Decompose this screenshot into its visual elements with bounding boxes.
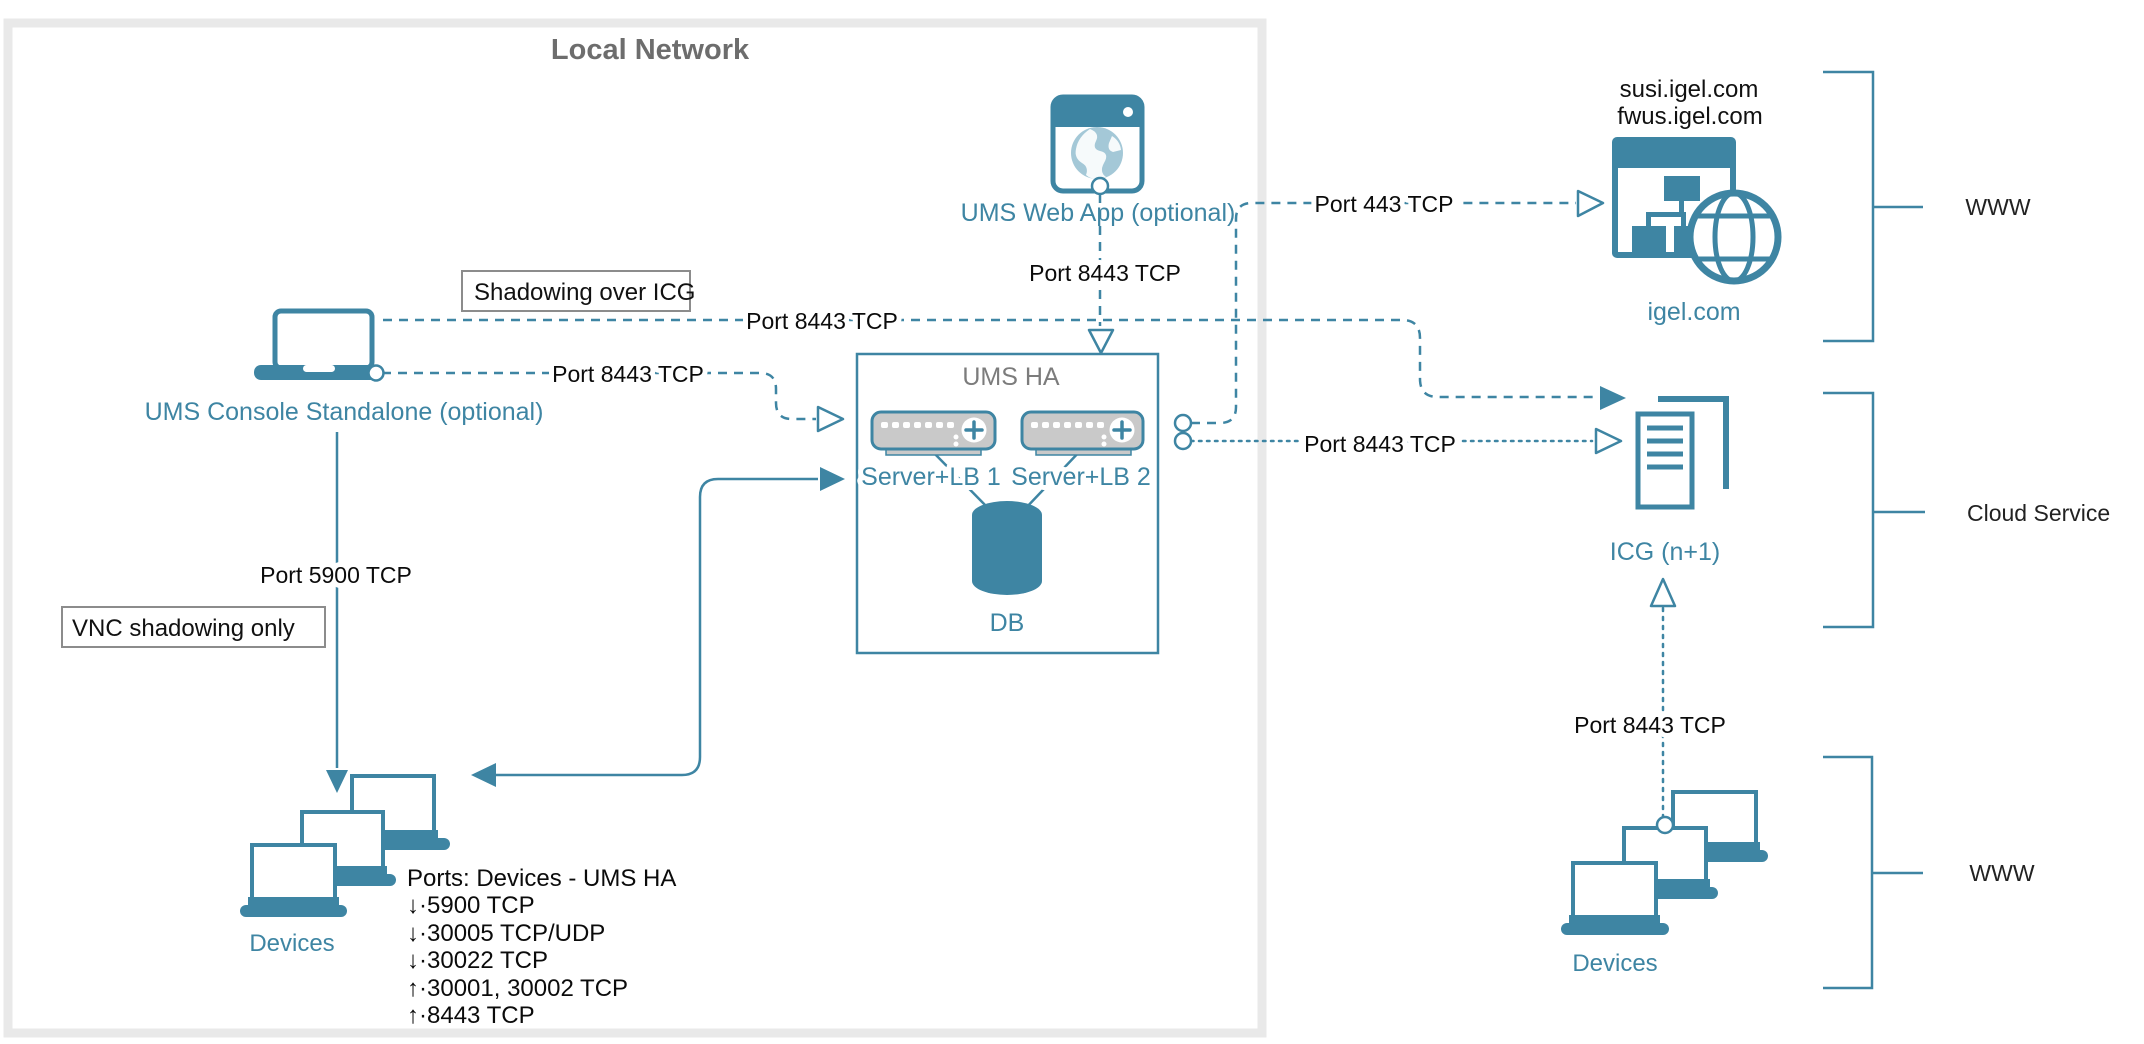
ums-ha-label: UMS HA	[962, 363, 1060, 391]
sitemap-icon	[1632, 176, 1707, 252]
server-lb2-label: Server+LB 2	[1011, 463, 1151, 491]
connector-circle	[1173, 431, 1193, 451]
cloud-service-label: Cloud Service	[1967, 500, 2110, 526]
ums-console-label: UMS Console Standalone (optional)	[145, 398, 544, 426]
arrow-right-open-icon	[816, 405, 845, 433]
devices-right-icon	[1561, 790, 1768, 935]
www-top-bracket	[1823, 70, 1923, 343]
db-label: DB	[990, 609, 1025, 637]
server-lb1-label: Server+LB 1	[861, 463, 1001, 491]
arrow-left-solid-icon	[471, 763, 496, 787]
ports-list-item: ↓·5900 TCP	[407, 892, 535, 919]
ports-list-item: ↑·8443 TCP	[407, 1002, 535, 1029]
ports-list: Ports: Devices - UMS HA ↓·5900 TCP ↓·300…	[407, 865, 676, 1029]
devices-right-label: Devices	[1572, 950, 1657, 977]
igel-host1-label: susi.igel.com	[1620, 76, 1759, 103]
www-bottom-bracket	[1823, 755, 1923, 990]
arrow-right-open-icon	[1594, 427, 1623, 455]
ports-list-item: ↑·30001, 30002 TCP	[407, 975, 628, 1002]
igel-com-icon	[1612, 137, 1782, 285]
globe-icon	[1686, 189, 1782, 285]
database-icon	[972, 501, 1042, 595]
port-8443-devices-label: Port 8443 TCP	[1574, 712, 1726, 738]
server-db-links	[930, 449, 1082, 511]
ports-list-title: Ports: Devices - UMS HA	[407, 865, 676, 892]
ports-list-item: ↓·30022 TCP	[407, 947, 548, 974]
port-443-label: Port 443 TCP	[1315, 191, 1454, 217]
devices-to-umsha-line	[494, 477, 818, 777]
devices-left-icon	[240, 774, 450, 917]
console-to-umsha-line	[382, 371, 816, 421]
arrow-right-open-icon	[1576, 189, 1605, 218]
ums-console-laptop-icon	[254, 308, 385, 382]
arrow-up-open-icon	[1649, 577, 1677, 608]
vnc-shadowing-only-label: VNC shadowing only	[72, 615, 295, 642]
igel-com-label: igel.com	[1647, 298, 1740, 326]
server-lb1-icon	[870, 410, 997, 456]
arrow-down-open-icon	[1087, 328, 1115, 355]
devices-left-label: Devices	[249, 930, 334, 957]
port-8443-shadowing-label: Port 8443 TCP	[746, 308, 898, 334]
connector-circle	[1173, 413, 1193, 433]
port-8443-console-label: Port 8443 TCP	[552, 361, 704, 387]
shadowing-over-icg-label: Shadowing over ICG	[474, 279, 695, 306]
server-lb2-icon	[1020, 410, 1145, 456]
shadowing-over-icg-line	[383, 318, 1598, 399]
ports-list-item: ↓·30005 TCP/UDP	[407, 920, 605, 947]
umsha-to-igel-line	[1191, 201, 1576, 425]
vnc-shadowing-only-callout: VNC shadowing only	[61, 606, 326, 648]
icg-label: ICG (n+1)	[1610, 538, 1720, 566]
www-bottom-label: WWW	[1969, 860, 2034, 886]
port-5900-label: Port 5900 TCP	[260, 562, 412, 588]
igel-host2-label: fwus.igel.com	[1617, 103, 1762, 130]
ums-web-app-label: UMS Web App (optional)	[961, 199, 1236, 227]
arrow-right-solid-icon	[820, 467, 845, 491]
arrow-right-solid-icon	[1600, 386, 1626, 410]
globe-icon	[1071, 127, 1123, 180]
local-network-title: Local Network	[551, 34, 750, 66]
port-8443-webapp-label: Port 8443 TCP	[1029, 260, 1181, 286]
icg-icon	[1635, 396, 1729, 510]
ums-web-app-icon	[1050, 94, 1145, 196]
cloud-service-bracket	[1823, 391, 1925, 629]
port-8443-icg-label: Port 8443 TCP	[1304, 431, 1456, 457]
shadowing-over-icg-callout: Shadowing over ICG	[461, 270, 695, 312]
www-top-label: WWW	[1965, 194, 2030, 220]
arrow-down-solid-icon	[326, 770, 348, 793]
